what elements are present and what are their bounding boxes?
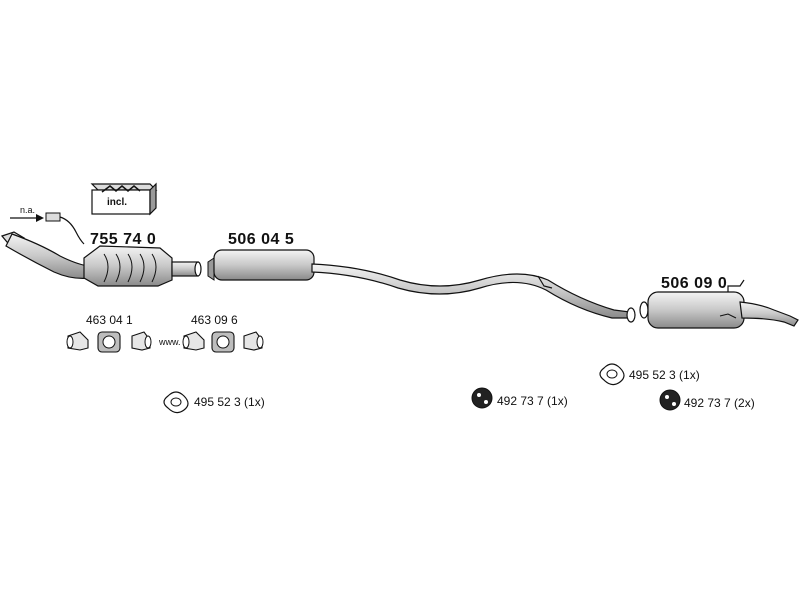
gasket-left-label: 495 52 3 (1x): [194, 395, 265, 409]
www-label: www.: [159, 337, 181, 347]
lambda-sensor-icon: [10, 212, 85, 245]
rubber-mount-mid-label: 492 73 7 (1x): [497, 394, 568, 408]
lambda-sensor-label: n.a.: [20, 205, 36, 215]
included-parts-box-icon: [90, 182, 158, 216]
rubber-mount-right-icon: [659, 389, 681, 411]
clamp-set-2-icon: [182, 331, 264, 353]
rear-silencer-part-number: 506 09 0: [661, 275, 728, 292]
rubber-mount-right-label: 492 73 7 (2x): [684, 396, 755, 410]
gasket-right-icon: [599, 363, 625, 386]
catalyst-part-number: 755 74 0: [90, 231, 157, 248]
clamp-set-1-number: 463 04 1: [86, 313, 133, 327]
gasket-right-label: 495 52 3 (1x): [629, 368, 700, 382]
included-label: incl.: [107, 197, 128, 208]
catalytic-converter: [0, 231, 202, 287]
middle-silencer: [207, 249, 636, 323]
clamp-set-2-number: 463 09 6: [191, 313, 238, 327]
gasket-left-icon: [163, 391, 189, 414]
middle-silencer-part-number: 506 04 5: [228, 231, 295, 248]
rear-silencer: [639, 279, 799, 329]
rubber-mount-mid-icon: [471, 387, 493, 409]
clamp-set-1-icon: [66, 331, 152, 353]
